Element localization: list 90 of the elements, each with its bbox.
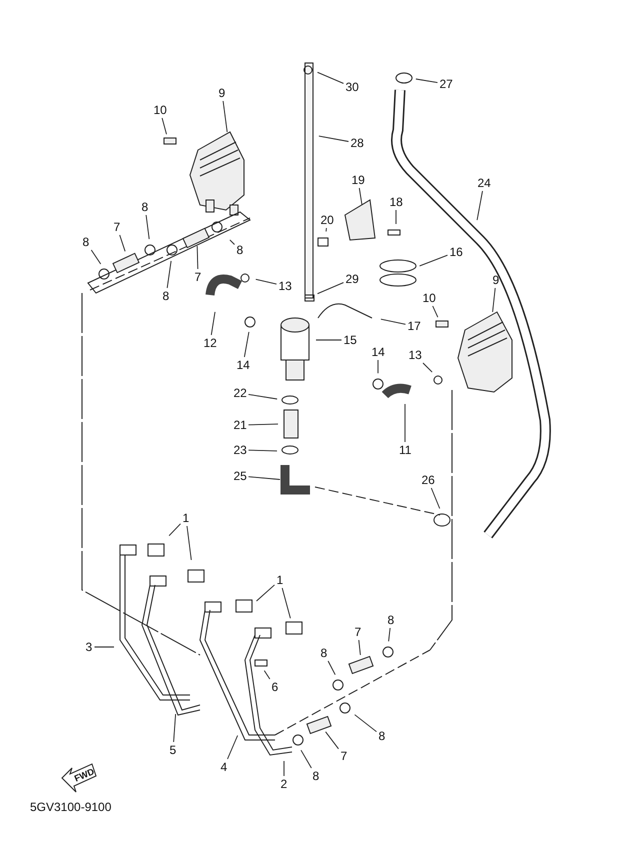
leader-line: [248, 476, 280, 480]
leader-line: [244, 331, 250, 358]
callout-number: 8: [82, 235, 90, 249]
callout-number: 7: [114, 220, 120, 234]
callout-number: 8: [312, 769, 320, 783]
callout-number: 9: [218, 86, 226, 100]
callout-number: 11: [399, 443, 412, 457]
callout-number: 8: [388, 613, 394, 627]
callout-number: 30: [346, 80, 359, 94]
leader-line: [229, 239, 235, 245]
callout-number: 10: [422, 291, 436, 305]
leader-line: [227, 735, 238, 760]
leader-line: [168, 523, 181, 536]
callout-number: 8: [162, 289, 170, 303]
callout-number: 1: [276, 573, 284, 587]
leader-line: [380, 318, 406, 325]
leader-line: [318, 136, 349, 142]
leader-line: [317, 72, 344, 84]
callout-number: 27: [440, 77, 453, 91]
leader-line: [94, 646, 114, 648]
leader-line: [264, 670, 270, 680]
callout-number: 28: [350, 136, 364, 150]
leader-line: [90, 250, 102, 264]
callout-number: 3: [86, 640, 92, 654]
callout-number: 7: [194, 270, 202, 284]
leader-line: [166, 260, 172, 288]
callout-number: 14: [236, 358, 250, 372]
callout-number: 17: [408, 319, 421, 333]
callout-number: 23: [234, 443, 247, 457]
callout-number: 7: [354, 625, 362, 639]
leader-line: [255, 278, 277, 285]
callout-number: 26: [422, 473, 435, 487]
leader-line: [248, 424, 278, 426]
leader-line: [162, 118, 167, 135]
leader-line: [222, 100, 228, 133]
leader-line: [186, 526, 192, 560]
callout-number: 4: [220, 760, 228, 774]
callout-number: 13: [408, 348, 422, 362]
leader-line: [146, 214, 150, 240]
leader-line: [256, 584, 275, 602]
callout-number: 1: [182, 511, 190, 525]
leader-line: [358, 640, 361, 656]
leader-line: [248, 450, 278, 452]
callout-number: 8: [378, 729, 386, 743]
leader-line: [248, 394, 278, 400]
callout-number: 9: [492, 273, 500, 287]
callout-number: 16: [450, 245, 463, 259]
fwd-label: FWD: [72, 766, 96, 784]
callout-number: 21: [234, 418, 247, 432]
callout-number: 8: [142, 200, 148, 214]
leader-line: [358, 188, 362, 206]
leader-line: [432, 306, 438, 318]
leader-line: [419, 254, 448, 266]
leader-line: [422, 362, 433, 373]
callout-number: 13: [278, 279, 292, 293]
callout-number: 15: [344, 333, 357, 347]
leader-line: [282, 588, 291, 619]
callout-number: 10: [154, 103, 167, 117]
callout-number: 8: [236, 243, 244, 257]
leader-line: [404, 404, 406, 442]
leader-line: [430, 488, 440, 509]
callout-number: 14: [372, 345, 385, 359]
leader-line: [492, 288, 496, 312]
leader-line: [354, 714, 377, 732]
leader-line: [388, 628, 391, 642]
leader-line: [173, 714, 176, 742]
callout-number: 8: [320, 646, 328, 660]
callout-number: 22: [234, 386, 247, 400]
callout-number: 7: [340, 749, 348, 763]
leader-line: [476, 190, 483, 221]
callout-number: 24: [478, 176, 491, 190]
callout-number: 19: [352, 173, 365, 187]
callout-number: 5: [170, 743, 176, 757]
leader-line: [300, 750, 312, 768]
callout-number: 6: [272, 680, 278, 694]
leader-line: [328, 660, 336, 676]
leader-line: [325, 731, 339, 750]
callout-number: 18: [390, 195, 403, 209]
leader-line: [119, 234, 126, 252]
part-number: 5GV3100-9100: [30, 800, 112, 814]
leader-line: [415, 78, 438, 84]
callout-number: 25: [234, 469, 247, 483]
leader-line: [210, 311, 216, 336]
leader-line: [317, 282, 344, 294]
leader-line: [196, 246, 198, 270]
leader-line: [326, 228, 327, 232]
callout-number: 20: [320, 213, 334, 227]
callout-number: 2: [280, 777, 288, 791]
callout-number: 12: [204, 336, 217, 350]
callout-number: 29: [346, 272, 359, 286]
